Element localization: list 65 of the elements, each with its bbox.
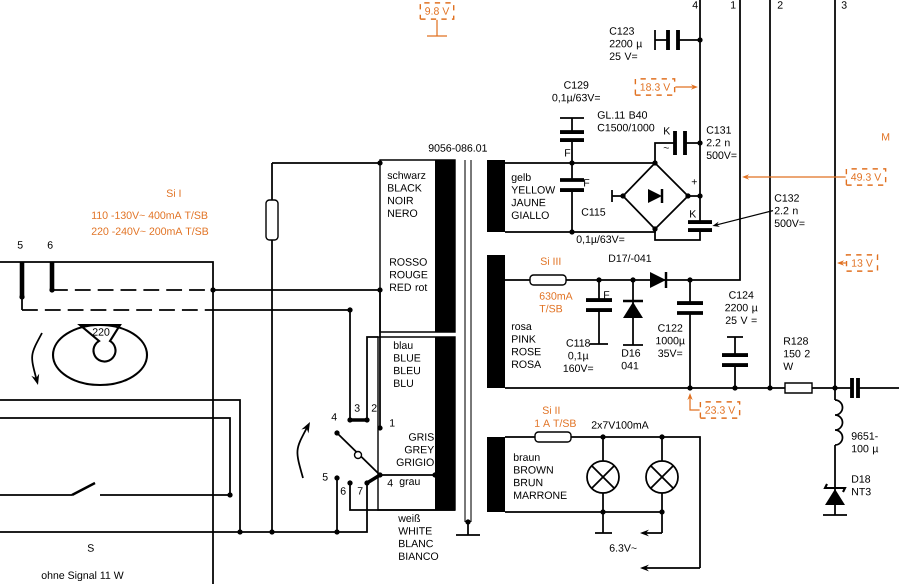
part-label: 4 xyxy=(692,1,698,8)
voltage-box: 23.3 V xyxy=(700,401,740,419)
part-label: schwarz BLACK NOIR NERO xyxy=(388,171,426,217)
part-label: F xyxy=(584,179,590,186)
part-label: grau xyxy=(400,479,420,488)
part-label: 1 xyxy=(390,419,395,426)
part-label: Si II xyxy=(542,406,560,414)
part-label: ohne Signal 11 W xyxy=(42,571,124,582)
part-label: 1 A T/SB xyxy=(535,419,576,427)
part-label: C118 0,1µ 160V= xyxy=(564,339,594,372)
voltage-box: 49.3 V xyxy=(846,168,886,186)
part-label: D18 NT3 xyxy=(852,475,871,496)
part-label: 2 xyxy=(372,404,377,412)
part-label: ~ xyxy=(664,147,669,149)
part-label: 5 xyxy=(322,473,328,481)
part-label: 4 xyxy=(331,413,337,420)
part-label: C115 xyxy=(582,208,606,216)
part-label: 6 xyxy=(340,487,346,495)
part-label: F xyxy=(565,149,570,156)
part-label: 110 -130V~ 400mA T/SB xyxy=(92,211,208,219)
voltage-box: 9.8 V xyxy=(420,2,454,20)
part-label: 4 xyxy=(387,479,393,486)
part-label: + xyxy=(692,179,697,184)
part-label: GL.11 B40 C1500/1000 xyxy=(598,111,654,132)
part-label: F xyxy=(604,291,610,298)
part-label: C122 1000µ 35V= xyxy=(656,324,685,358)
part-label: GRIS GREY GRIGIO xyxy=(396,433,434,466)
part-label: 5 xyxy=(18,241,23,249)
part-label: 9651- 100 µ xyxy=(852,432,878,454)
part-label: K xyxy=(664,127,670,134)
capacitor-symbol xyxy=(688,220,712,232)
part-label: R128 150 2 W xyxy=(783,337,810,370)
part-label: 2 xyxy=(778,1,783,9)
part-label: C123 2200 µ 25 V= xyxy=(610,27,642,60)
part-label: 3 xyxy=(842,1,847,9)
part-label: D17/-041 xyxy=(609,254,652,262)
part-label: weiß WHITE BLANC BIANCO xyxy=(398,514,438,560)
part-label: C129 0,1µ/63V= xyxy=(552,81,600,104)
part-label: 2x7V100mA xyxy=(592,421,649,429)
part-label: Si I xyxy=(166,189,180,197)
part-label: 7 xyxy=(358,487,363,494)
part-label: 9056-086.01 xyxy=(428,144,487,152)
part-label: blau BLUE BLEU BLU xyxy=(394,341,420,387)
part-label: K xyxy=(690,210,696,218)
voltage-box: 13 V xyxy=(846,254,878,272)
part-label: S xyxy=(88,544,94,552)
part-label: 630mA T/SB xyxy=(539,292,573,312)
part-label: M xyxy=(882,133,890,140)
part-label: rosa PINK ROSE ROSA xyxy=(512,324,542,368)
part-label: D16 041 xyxy=(622,349,640,370)
part-label: 6 xyxy=(48,241,53,249)
part-label: C131 2.2 n 500V= xyxy=(706,126,736,160)
part-label: Si III xyxy=(540,257,560,265)
part-label: ROSSO ROUGE RED rot xyxy=(390,258,428,292)
part-label: C124 2200 µ 25 V = xyxy=(725,291,758,324)
component-label: C132 2.2 n 500V= xyxy=(774,194,804,228)
part-label: 0,1µ/63V= xyxy=(576,235,624,246)
part-label: gelb YELLOW JAUNE GIALLO xyxy=(511,173,556,219)
part-label: 220 -240V~ 200mA T/SB xyxy=(92,227,208,235)
part-label: 6.3V~ xyxy=(610,544,637,552)
part-label: 1 xyxy=(731,1,736,8)
voltage-box: 18.3 V xyxy=(634,78,676,96)
part-label: 3 xyxy=(354,404,360,412)
part-label: 220 xyxy=(92,328,110,336)
part-label: braun BROWN BRUN MARRONE xyxy=(514,453,567,499)
